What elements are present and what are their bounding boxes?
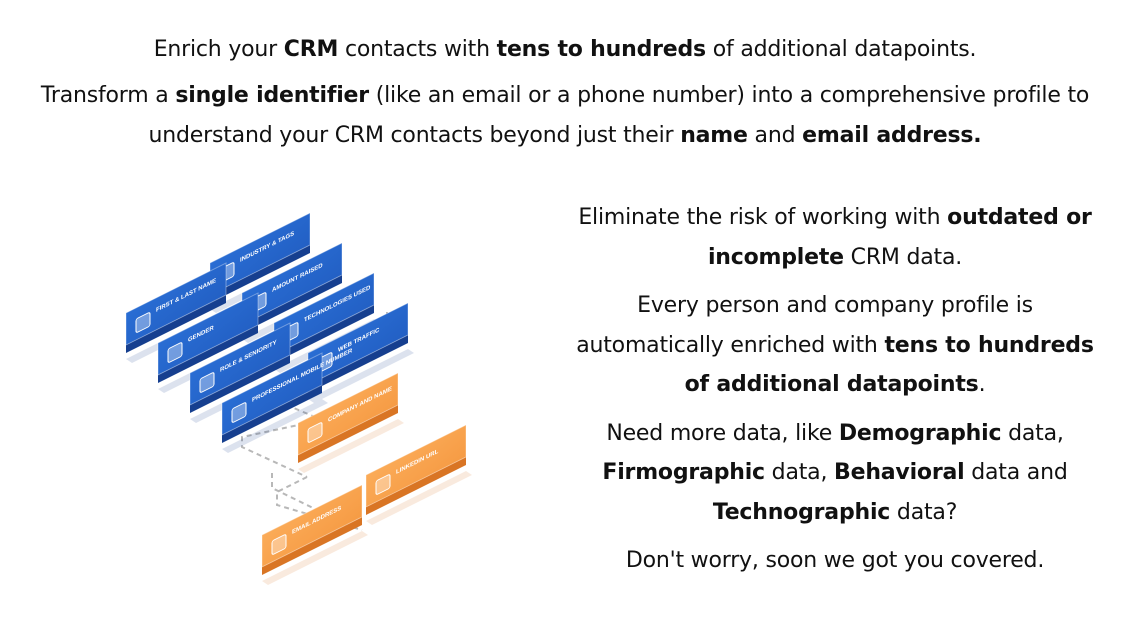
text: Every person and company profile is auto… [576, 293, 1033, 358]
building-icon [307, 422, 323, 443]
orange-identifier-card: EMAIL ADDRESS [261, 484, 368, 585]
text: Enrich your [153, 37, 284, 62]
bold-text: CRM [283, 37, 339, 62]
blue-data-card: WEB TRAFFIC [307, 302, 414, 403]
orange-identifier-card: COMPANY AND NAME [297, 372, 404, 473]
bold-text: single identifier [175, 83, 369, 108]
data-types-paragraph: Need more data, like Demographic data, F… [575, 414, 1095, 533]
intro-line-1: Enrich your CRM contacts with tens to hu… [30, 30, 1100, 70]
phone-icon [231, 402, 247, 423]
bold-text: Firmographic [602, 460, 765, 485]
text: data and [964, 460, 1068, 485]
bold-text: tens to hundreds of additional datapoint… [684, 332, 1094, 398]
text: data, [764, 460, 835, 485]
bold-text: Demographic [838, 420, 1002, 446]
briefcase-icon [199, 372, 215, 393]
bold-text: email address. [802, 123, 982, 148]
text: Eliminate the risk of working with [578, 205, 948, 230]
linkedin-icon [375, 474, 391, 495]
text: and [747, 123, 803, 148]
coverage-paragraph: Don't worry, soon we got you covered. [625, 548, 1045, 573]
blue-data-card: PROFESSIONAL MOBILE NUMBER [221, 347, 353, 453]
intro-line-2: Transform a single identifier (like an e… [30, 76, 1100, 156]
enrich-paragraph: Every person and company profile is auto… [575, 286, 1095, 405]
risk-paragraph: Eliminate the risk of working with outda… [575, 198, 1095, 277]
text: . [978, 372, 986, 397]
text: Need more data, like [606, 420, 839, 446]
bold-text: name [680, 123, 748, 148]
bold-text: Behavioral [834, 460, 965, 485]
orange-identifier-card: LINKEDIN URL [365, 424, 472, 525]
envelope-icon [271, 534, 287, 555]
text: contacts with [338, 37, 497, 62]
text: Transform a [40, 83, 176, 108]
bold-text: outdated or incomplete [707, 205, 1092, 270]
gender-icon [167, 342, 183, 363]
user-icon [135, 312, 151, 333]
text: data, [1001, 420, 1064, 446]
bold-text: tens to hundreds [496, 37, 706, 62]
text: (like an email or a phone number) into a… [148, 83, 1090, 148]
text: CRM data. [843, 244, 963, 270]
text: data? [890, 499, 958, 525]
intro-text: Enrich your CRM contacts with tens to hu… [30, 30, 1100, 156]
side-text: Eliminate the risk of working with outda… [575, 198, 1095, 581]
bold-text: Technographic [712, 499, 891, 525]
text: of additional datapoints. [705, 37, 977, 62]
